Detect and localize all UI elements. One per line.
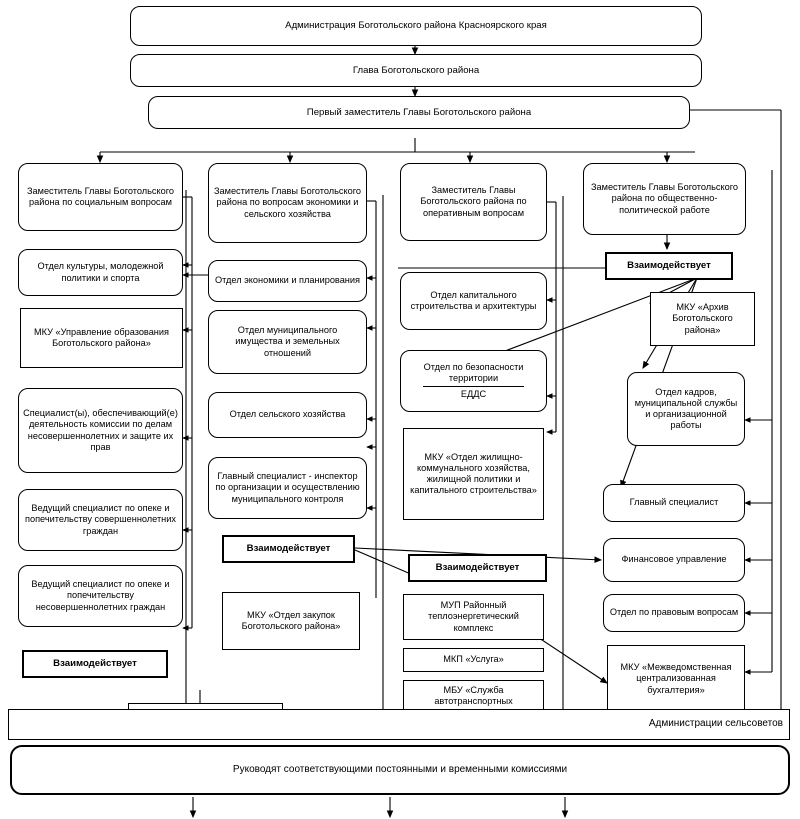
node-selsovety-bar[interactable]: Администрации сельсоветов [8,709,790,740]
node-deputy-economy[interactable]: Заместитель Главы Боготольского района п… [208,163,367,243]
node-hr-department[interactable]: Отдел кадров, муниципальной службы и орг… [627,372,745,446]
node-territory-security[interactable]: Отдел по безопасности территории ЕДДС [400,350,547,412]
node-legal-department[interactable]: Отдел по правовым вопросам [603,594,745,632]
node-chief-specialist[interactable]: Главный специалист [603,484,745,522]
node-administration[interactable]: Администрация Боготольского района Красн… [130,6,702,46]
node-archive-mku[interactable]: МКУ «Архив Боготольского района» [650,292,755,346]
node-deputy-operational[interactable]: Заместитель Главы Боготольского района п… [400,163,547,241]
node-commissions-bar[interactable]: Руководят соответствующими постоянными и… [10,745,790,795]
node-accounting-mku[interactable]: МКУ «Межведомственная централизованная б… [607,645,745,713]
node-deputy-social[interactable]: Заместитель Главы Боготольского района п… [18,163,183,231]
node-capital-construction[interactable]: Отдел капитального строительства и архит… [400,272,547,330]
node-guardianship-adults[interactable]: Ведущий специалист по опеке и попечитель… [18,489,183,551]
node-economy-planning[interactable]: Отдел экономики и планирования [208,260,367,302]
node-guardianship-minors[interactable]: Ведущий специалист по опеке и попечитель… [18,565,183,627]
node-municipal-property[interactable]: Отдел муниципального имущества и земельн… [208,310,367,374]
node-head[interactable]: Глава Боготольского района [130,54,702,87]
node-interacts-column4[interactable]: Взаимодействует [605,252,733,280]
node-culture-department[interactable]: Отдел культуры, молодежной политики и сп… [18,249,183,296]
node-mkp-usluga[interactable]: МКП «Услуга» [403,648,544,672]
node-agriculture[interactable]: Отдел сельского хозяйства [208,392,367,438]
node-mup-heat[interactable]: МУП Районный теплоэнергетический комплек… [403,594,544,640]
node-chief-inspector[interactable]: Главный специалист - инспектор по органи… [208,457,367,519]
node-finance-management[interactable]: Финансовое управление [603,538,745,582]
node-education-mku[interactable]: МКУ «Управление образования Боготольског… [20,308,183,368]
node-first-deputy[interactable]: Первый заместитель Главы Боготольского р… [148,96,690,129]
node-minors-commission-specialist[interactable]: Специалист(ы), обеспечивающий(е) деятель… [18,388,183,473]
node-deputy-public-political[interactable]: Заместитель Главы Боготольского района п… [583,163,746,235]
node-procurement-mku[interactable]: МКУ «Отдел закупок Боготольского района» [222,592,360,650]
node-interacts-column1[interactable]: Взаимодействует [22,650,168,678]
security-divider [422,386,525,388]
node-interacts-column3[interactable]: Взаимодействует [408,554,547,582]
security-eddc: ЕДДС [460,389,487,400]
node-jkh-mku[interactable]: МКУ «Отдел жилищно-коммунального хозяйст… [403,428,544,520]
node-interacts-column2[interactable]: Взаимодействует [222,535,355,563]
security-title: Отдел по безопасности территории [423,361,524,383]
